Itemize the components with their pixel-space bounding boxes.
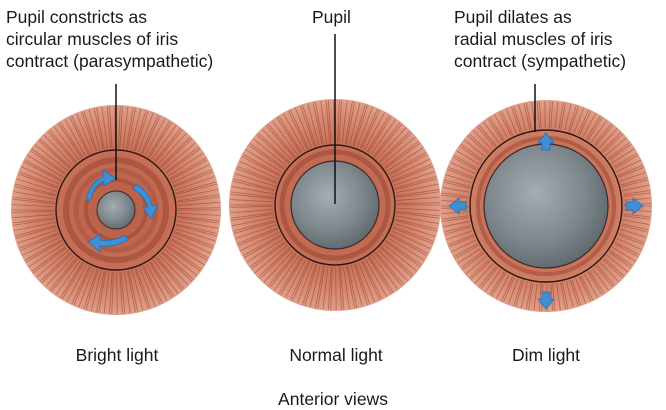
label-pupil: Pupil	[312, 6, 351, 28]
label-dilation: Pupil dilates as radial muscles of iris …	[454, 6, 626, 72]
iris-normal-light	[229, 34, 441, 311]
caption-anterior-views: Anterior views	[243, 388, 423, 410]
caption-bright-light: Bright light	[27, 344, 207, 366]
iris-bright-light	[11, 84, 221, 315]
pupil-constricted	[97, 191, 135, 229]
pupil-dilated	[484, 144, 608, 268]
caption-normal-light: Normal light	[246, 344, 426, 366]
iris-dim-light	[440, 84, 652, 312]
caption-dim-light: Dim light	[456, 344, 636, 366]
label-constriction: Pupil constricts as circular muscles of …	[6, 6, 213, 72]
